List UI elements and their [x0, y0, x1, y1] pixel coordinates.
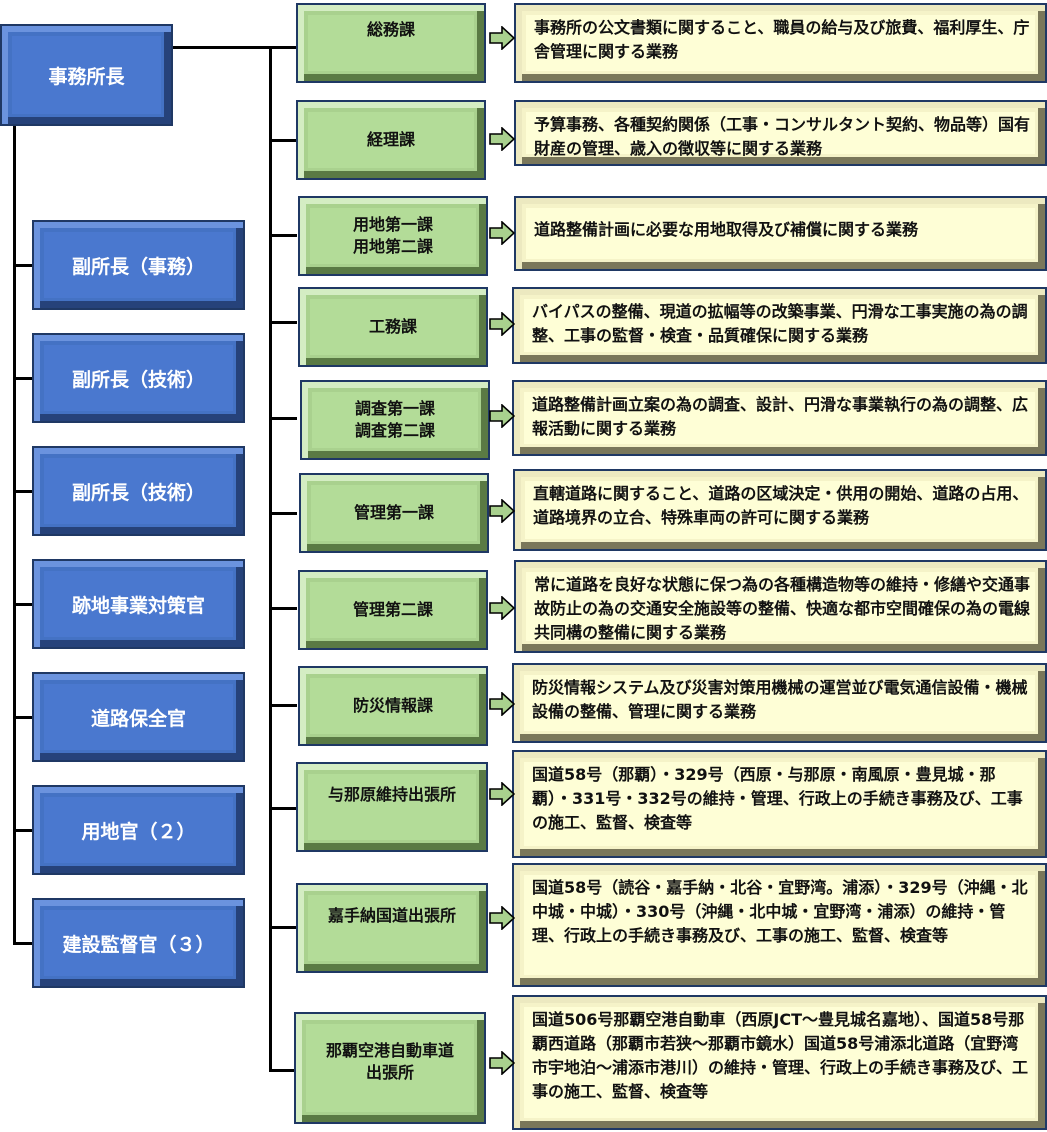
duty-box: 常に道路を良好な状態に保つ為の各種構造物等の維持・修繕や交通事故防止の為の交通安… — [514, 560, 1047, 653]
duty-text: 国道58号（読谷・嘉手納・北谷・宜野湾。浦添）・329号（沖縄・北中城・中城）・… — [532, 878, 1028, 945]
deputy-label: 副所長（事務） — [71, 255, 205, 278]
division-box: 与那原維持出張所 — [296, 762, 488, 852]
duty-text: バイパスの整備、現道の拡幅等の改築事業、円滑な工事実施の為の調整、工事の監督・検… — [532, 302, 1028, 345]
right-arrow-icon — [489, 906, 515, 930]
connector-division-stub — [269, 512, 297, 515]
duty-box: 国道506号那覇空港自動車（西原JCT〜豊見城名嘉地）、国道58号那覇西道路（那… — [512, 995, 1047, 1130]
connector-division-stub — [269, 807, 297, 810]
duty-text: 国道58号（那覇）・329号（西原・与那原・南風原・豊見城・那覇）・331号・3… — [532, 765, 1023, 832]
connector-deputy-stub — [13, 942, 33, 945]
connector-division-stub — [269, 234, 297, 237]
deputy-label: 建設監督官（３） — [62, 933, 215, 956]
duty-box: 予算事務、各種契約関係（工事・コンサルタント契約、物品等）国有財産の管理、歳入の… — [514, 100, 1047, 166]
division-box: 管理第一課 — [299, 473, 489, 553]
deputy-label: 道路保全官 — [90, 707, 186, 730]
duty-text: 直轄道路に関すること、道路の区域決定・供用の開始、道路の占用、道路境界の立合、特… — [533, 484, 1029, 527]
right-arrow-icon — [489, 692, 515, 716]
connector-deputy-trunk — [13, 126, 16, 943]
connector-division-stub — [269, 321, 297, 324]
division-label: 調査第一課 調査第二課 — [354, 399, 435, 440]
head-box-office-director: 事務所長 — [0, 24, 173, 126]
division-label: 用地第一課 用地第二課 — [352, 215, 433, 256]
duty-text: 常に道路を良好な状態に保つ為の各種構造物等の維持・修繕や交通事故防止の為の交通安… — [534, 575, 1031, 642]
duty-text: 道路整備計画に必要な用地取得及び補償に関する業務 — [534, 219, 919, 239]
duty-text: 事務所の公文書類に関すること、職員の給与及び旅費、福利厚生、庁舎管理に関する業務 — [534, 18, 1030, 61]
division-box: 工務課 — [298, 287, 488, 367]
connector-division-stub — [269, 417, 297, 420]
connector-division-stub — [269, 926, 297, 929]
connector-deputy-stub — [13, 264, 33, 267]
connector-division-stub — [269, 139, 297, 142]
deputy-box: 道路保全官 — [32, 672, 245, 762]
division-label: 防災情報課 — [352, 696, 433, 716]
right-arrow-icon — [489, 221, 515, 245]
duty-box: 国道58号（読谷・嘉手納・北谷・宜野湾。浦添）・329号（沖縄・北中城・中城）・… — [512, 863, 1047, 987]
deputy-label: 副所長（技術） — [71, 481, 205, 504]
connector-division-stub — [269, 46, 297, 49]
duty-box: 道路整備計画立案の為の調査、設計、円滑な事業執行の為の調整、広報活動に関する業務 — [512, 380, 1047, 456]
division-label: 管理第二課 — [352, 600, 433, 620]
division-label: 嘉手納国道出張所 — [327, 906, 456, 925]
deputy-box: 副所長（技術） — [32, 446, 245, 536]
duty-box: 道路整備計画に必要な用地取得及び補償に関する業務 — [514, 196, 1047, 271]
head-label: 事務所長 — [48, 65, 125, 88]
deputy-label: 跡地事業対策官 — [71, 594, 205, 617]
right-arrow-icon — [489, 26, 515, 50]
right-arrow-icon — [489, 499, 515, 523]
division-label: 総務課 — [366, 20, 415, 39]
deputy-box: 副所長（技術） — [32, 333, 245, 423]
connector-division-stub — [269, 704, 297, 707]
division-box: 管理第二課 — [298, 570, 488, 650]
connector-head-to-divisions — [173, 46, 298, 49]
division-box: 経理課 — [296, 100, 486, 180]
connector-deputy-stub — [13, 829, 33, 832]
right-arrow-icon — [489, 596, 515, 620]
deputy-label: 用地官（２） — [81, 820, 196, 843]
right-arrow-icon — [489, 1051, 515, 1075]
duty-text: 防災情報システム及び災害対策用機械の運営並び電気通信設備・機械設備の整備、管理に… — [532, 678, 1028, 721]
division-label: 那覇空港自動車道 出張所 — [325, 1041, 454, 1082]
duty-box: 直轄道路に関すること、道路の区域決定・供用の開始、道路の占用、道路境界の立合、特… — [513, 469, 1047, 551]
deputy-label: 副所長（技術） — [71, 368, 205, 391]
connector-division-stub — [269, 607, 297, 610]
deputy-box: 建設監督官（３） — [32, 898, 245, 988]
division-label: 工務課 — [368, 317, 417, 337]
division-label: 与那原維持出張所 — [327, 785, 456, 804]
division-box: 調査第一課 調査第二課 — [300, 380, 490, 460]
duty-box: 国道58号（那覇）・329号（西原・与那原・南風原・豊見城・那覇）・331号・3… — [512, 750, 1047, 858]
division-box: 嘉手納国道出張所 — [296, 883, 488, 973]
right-arrow-icon — [489, 312, 515, 336]
connector-division-stub — [269, 1069, 297, 1072]
deputy-box: 用地官（２） — [32, 785, 245, 875]
connector-deputy-stub — [13, 490, 33, 493]
connector-deputy-stub — [13, 716, 33, 719]
connector-division-trunk — [269, 47, 272, 1071]
division-label: 経理課 — [366, 130, 415, 150]
right-arrow-icon — [489, 782, 515, 806]
duty-box: 事務所の公文書類に関すること、職員の給与及び旅費、福利厚生、庁舎管理に関する業務 — [514, 3, 1047, 83]
division-box: 防災情報課 — [298, 666, 488, 746]
right-arrow-icon — [489, 404, 515, 428]
duty-text: 道路整備計画立案の為の調査、設計、円滑な事業執行の為の調整、広報活動に関する業務 — [532, 395, 1029, 438]
deputy-box: 跡地事業対策官 — [32, 559, 245, 649]
connector-deputy-stub — [13, 603, 33, 606]
duty-box: 防災情報システム及び災害対策用機械の運営並び電気通信設備・機械設備の整備、管理に… — [512, 663, 1047, 743]
duty-text: 予算事務、各種契約関係（工事・コンサルタント契約、物品等）国有財産の管理、歳入の… — [534, 115, 1031, 158]
division-box: 那覇空港自動車道 出張所 — [294, 1012, 486, 1124]
duty-text: 国道506号那覇空港自動車（西原JCT〜豊見城名嘉地）、国道58号那覇西道路（那… — [532, 1010, 1029, 1101]
deputy-box: 副所長（事務） — [32, 220, 245, 310]
right-arrow-icon — [489, 127, 515, 151]
division-label: 管理第一課 — [353, 503, 434, 523]
division-box: 総務課 — [296, 3, 486, 83]
connector-deputy-stub — [13, 377, 33, 380]
division-box: 用地第一課 用地第二課 — [298, 196, 488, 276]
duty-box: バイパスの整備、現道の拡幅等の改築事業、円滑な工事実施の為の調整、工事の監督・検… — [512, 287, 1047, 364]
